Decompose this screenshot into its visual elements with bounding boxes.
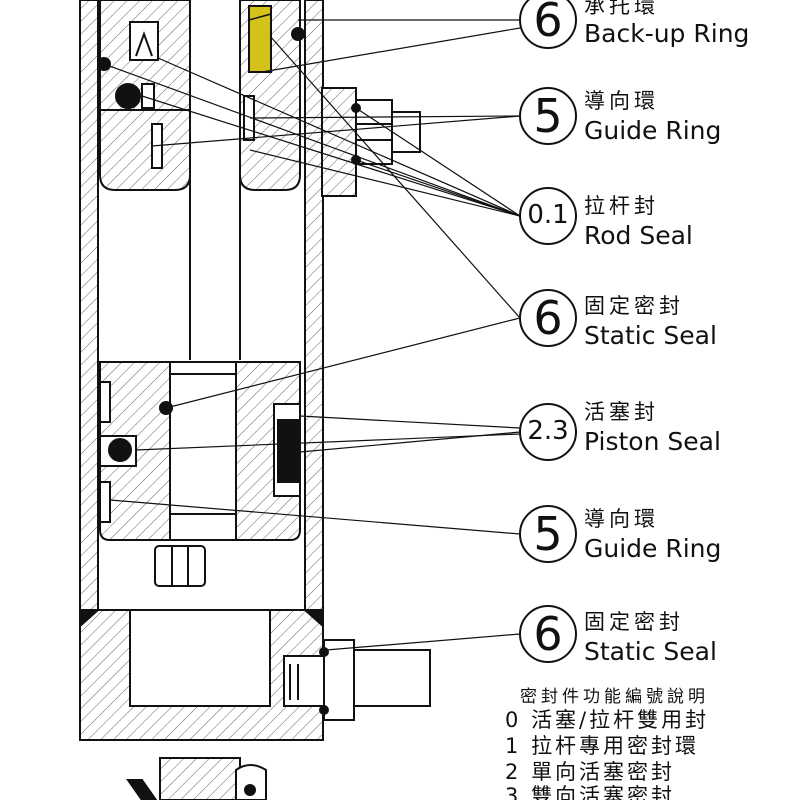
callout-label-en: Back-up Ring (584, 19, 750, 48)
piston (99, 361, 301, 541)
legend-item-number: 3 (505, 784, 522, 800)
leader-lines (103, 19, 521, 651)
callout-number: 0.1 (527, 200, 569, 230)
callout-circles (519, 0, 577, 663)
rod-nut (154, 545, 206, 587)
callout-circle-static-bottom (519, 605, 577, 663)
callout-circle-guide-top (519, 87, 577, 145)
callout-number: 5 (533, 89, 563, 143)
callout-label-zh: 拉杆封 (584, 194, 659, 218)
legend-item-text: 單向活塞密封 (531, 760, 676, 784)
legend-item: 3 雙向活塞密封 (505, 786, 675, 800)
callout-circle-backup (519, 0, 577, 49)
legend-item-text: 雙向活塞密封 (531, 784, 676, 800)
callout-label-zh: 承托環 (584, 0, 659, 18)
callout-number: 6 (533, 607, 563, 661)
end-cap (79, 609, 324, 741)
callout-number: 6 (533, 0, 563, 47)
callout-label-zh: 固定密封 (584, 610, 684, 634)
callout-label-en: Rod Seal (584, 221, 693, 250)
bottom-port-fitting (283, 639, 431, 721)
callout-number: 5 (533, 507, 563, 561)
legend-item-number: 1 (505, 734, 522, 758)
legend-item: 1 拉杆專用密封環 (505, 736, 699, 757)
legend-item-text: 拉杆專用密封環 (531, 734, 700, 758)
callout-label-en: Piston Seal (584, 427, 721, 456)
callout-label-zh: 活塞封 (584, 400, 659, 424)
callout-label-en: Static Seal (584, 637, 717, 666)
callout-circle-static-top (519, 289, 577, 347)
callout-label-en: Guide Ring (584, 116, 722, 145)
callout-number: 6 (533, 291, 563, 345)
callout-label-en: Guide Ring (584, 534, 722, 563)
callout-label-zh: 固定密封 (584, 294, 684, 318)
legend-item-text: 活塞/拉杆雙用封 (531, 708, 710, 732)
seal-detail (126, 757, 267, 800)
callout-label-en: Static Seal (584, 321, 717, 350)
legend-title: 密封件功能編號說明 (520, 687, 709, 707)
callout-circle-piston (519, 403, 577, 461)
legend-item: 2 單向活塞密封 (505, 762, 675, 783)
backup-ring (248, 5, 272, 73)
callout-circle-guide-bottom (519, 505, 577, 563)
callout-number: 2.3 (527, 416, 569, 446)
callout-circle-rod (519, 187, 577, 245)
callout-label-zh: 導向環 (584, 89, 659, 113)
callout-label-zh: 導向環 (584, 507, 659, 531)
legend-item: 0 活塞/拉杆雙用封 (505, 710, 709, 731)
legend-item-number: 2 (505, 760, 522, 784)
legend-item-number: 0 (505, 708, 522, 732)
